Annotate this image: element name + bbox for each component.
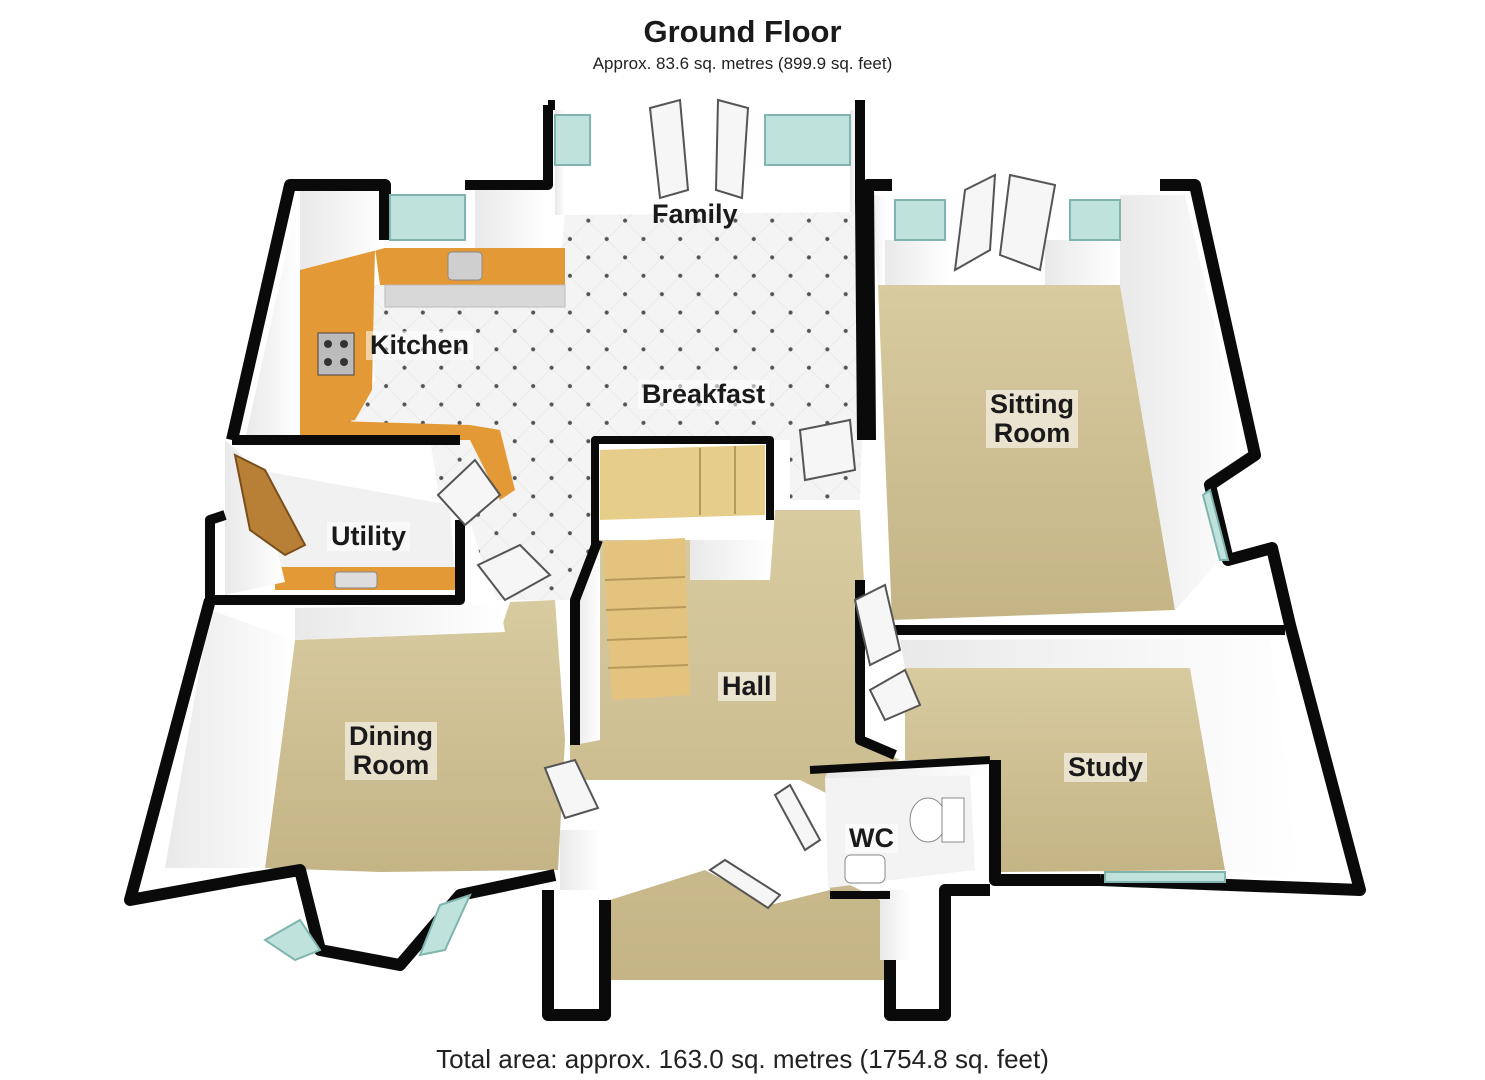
utility-sink-icon	[334, 571, 378, 589]
room-label-hall: Hall	[718, 672, 776, 701]
windows	[263, 114, 1230, 962]
window	[1069, 199, 1121, 241]
door-panel	[798, 418, 857, 482]
hob-icon	[317, 332, 355, 376]
french-door-left	[953, 173, 997, 272]
doors	[233, 98, 1057, 910]
room-label-kitchen: Kitchen	[366, 331, 474, 360]
door-panel	[868, 668, 922, 722]
room-label-study: Study	[1064, 753, 1148, 782]
window	[263, 918, 322, 962]
room-label-dining-room: Dining Room	[345, 722, 437, 780]
total-area-footer: Total area: approx. 163.0 sq. metres (17…	[436, 1044, 1049, 1074]
sitting-room-floor	[878, 285, 1175, 620]
base-cabinets	[384, 284, 566, 308]
window	[418, 893, 472, 957]
kitchen-breakfast-floor	[300, 212, 862, 600]
room-label-sitting-room: Sitting Room	[986, 390, 1078, 448]
floor-title: Ground Floor	[643, 14, 842, 49]
external-door	[233, 453, 307, 557]
basin-icon	[844, 854, 886, 884]
room-label-breakfast: Breakfast	[638, 380, 770, 409]
french-door-right	[998, 173, 1057, 272]
stairs-upper	[598, 445, 765, 520]
door-panel	[476, 543, 552, 602]
room-label-utility: Utility	[327, 522, 411, 551]
room-label-wc: WC	[845, 824, 898, 853]
french-door-right	[714, 98, 750, 200]
inner-wall-faces	[165, 110, 1300, 960]
window	[554, 114, 591, 166]
stairs-lower	[603, 538, 690, 700]
sink-icon	[447, 251, 483, 281]
door-panel	[436, 458, 502, 527]
door-panel	[773, 783, 822, 852]
window	[1201, 488, 1230, 561]
toilet-icon	[909, 797, 947, 843]
wc-fixtures	[844, 797, 965, 884]
window	[894, 199, 946, 241]
room-label-family: Family	[652, 199, 738, 229]
floor-area-subtitle: Approx. 83.6 sq. metres (899.9 sq. feet)	[592, 54, 893, 73]
french-door-left	[648, 98, 690, 200]
window	[1104, 871, 1226, 883]
door-panel	[708, 858, 782, 910]
door-panel	[543, 758, 600, 820]
door-panel	[853, 583, 902, 667]
window	[389, 194, 466, 241]
window	[764, 114, 851, 166]
staircase	[598, 445, 765, 700]
